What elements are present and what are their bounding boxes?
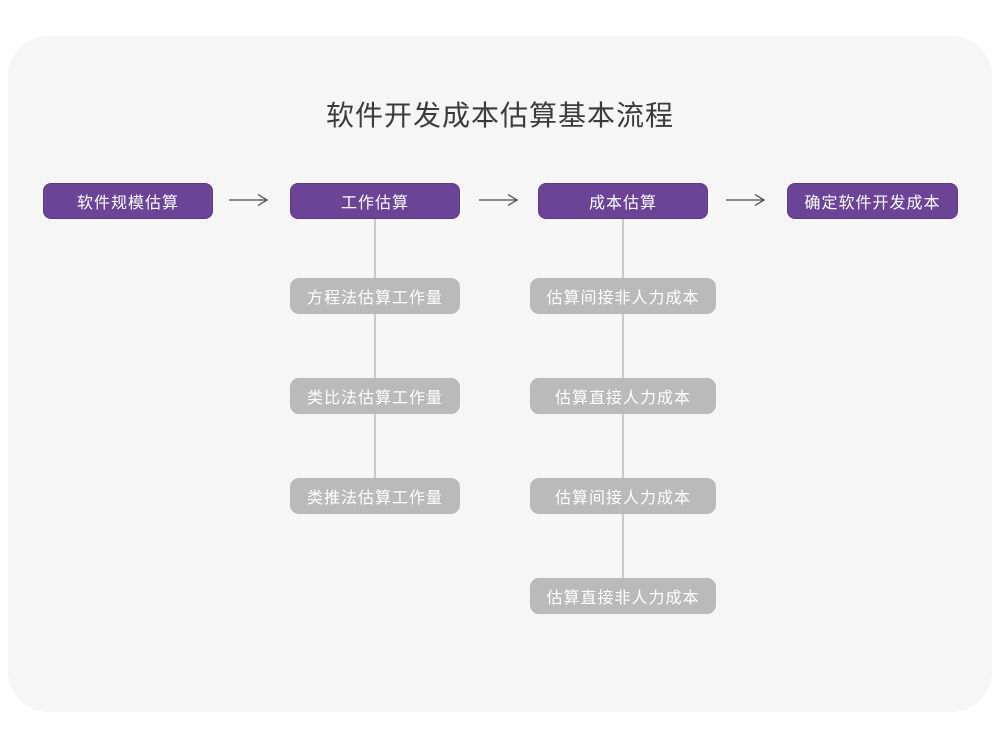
right-arrow-icon xyxy=(479,193,519,207)
substep-label: 估算直接非人力成本 xyxy=(546,590,700,607)
stage-node-cost-estimation: 成本估算 xyxy=(538,183,708,219)
substep-analogy-method: 类比法估算工作量 xyxy=(290,378,460,414)
substep-label: 类比法估算工作量 xyxy=(306,390,443,407)
page-title: 软件开发成本估算基本流程 xyxy=(325,100,674,131)
substep-indirect-nonlabor-cost: 估算间接非人力成本 xyxy=(530,278,716,314)
substep-label: 类推法估算工作量 xyxy=(306,490,443,507)
right-arrow-icon xyxy=(726,193,766,207)
stage-label: 软件规模估算 xyxy=(76,195,179,212)
substep-label: 估算间接非人力成本 xyxy=(546,290,700,307)
stage-label: 确定软件开发成本 xyxy=(804,195,941,212)
stage-label: 工作估算 xyxy=(340,195,409,212)
substep-label: 方程法估算工作量 xyxy=(306,290,443,307)
stage-node-determine-dev-cost: 确定软件开发成本 xyxy=(787,183,958,219)
substep-indirect-labor-cost: 估算间接人力成本 xyxy=(530,478,716,514)
stage-node-software-scale-estimation: 软件规模估算 xyxy=(43,183,213,219)
stage-label: 成本估算 xyxy=(588,195,657,212)
substep-equation-method: 方程法估算工作量 xyxy=(290,278,460,314)
substep-label: 估算直接人力成本 xyxy=(554,390,691,407)
connector-line-work-estimation xyxy=(374,218,376,480)
right-arrow-icon xyxy=(229,193,269,207)
substep-extrapolation-method: 类推法估算工作量 xyxy=(290,478,460,514)
stage-node-work-estimation: 工作估算 xyxy=(290,183,460,219)
substep-label: 估算间接人力成本 xyxy=(554,490,691,507)
diagram-canvas xyxy=(8,36,992,712)
substep-direct-labor-cost: 估算直接人力成本 xyxy=(530,378,716,414)
substep-direct-nonlabor-cost: 估算直接非人力成本 xyxy=(530,578,716,614)
